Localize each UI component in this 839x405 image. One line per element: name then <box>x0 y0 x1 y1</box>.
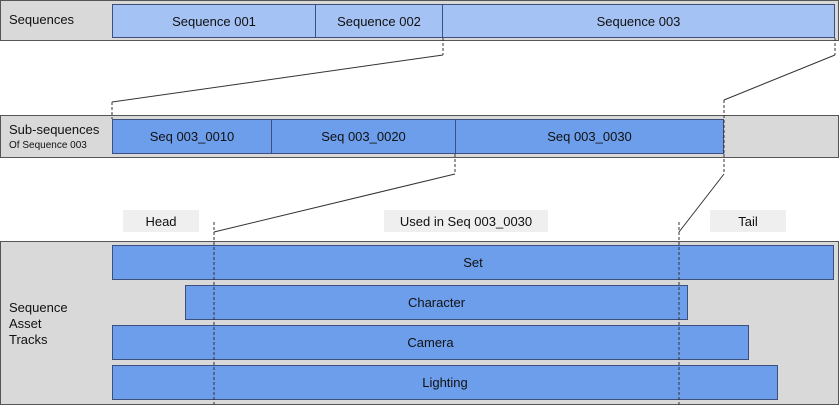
tracks-label-line1: Sequence <box>9 300 68 315</box>
sequence-001-box: Sequence 001 <box>112 4 316 38</box>
track-character: Character <box>185 285 688 320</box>
head-tag: Head <box>123 210 199 232</box>
sequence-003-box: Sequence 003 <box>442 4 835 38</box>
tracks-label-line3: Tracks <box>9 332 48 347</box>
tracks-label-line2: Asset <box>9 316 42 331</box>
zoom-line-left <box>111 54 444 103</box>
sequences-label: Sequences <box>9 12 75 27</box>
sub-zoom-right <box>678 173 725 233</box>
track-camera: Camera <box>112 325 749 360</box>
subsequences-sublabel: Of Sequence 003 <box>9 140 87 151</box>
subsequence-0020-box: Seq 003_0020 <box>271 119 456 154</box>
used-tag: Used in Seq 003_0030 <box>384 210 548 232</box>
subsequence-0010-box: Seq 003_0010 <box>112 119 272 154</box>
sub-zoom-left <box>213 173 456 233</box>
tail-tag: Tail <box>710 210 786 232</box>
sequence-002-box: Sequence 002 <box>315 4 443 38</box>
track-lighting: Lighting <box>112 365 778 400</box>
subsequences-label: Sub-sequences <box>9 122 100 137</box>
track-set: Set <box>112 245 834 280</box>
subsequence-0030-box: Seq 003_0030 <box>455 119 724 154</box>
zoom-line-right <box>723 54 836 101</box>
